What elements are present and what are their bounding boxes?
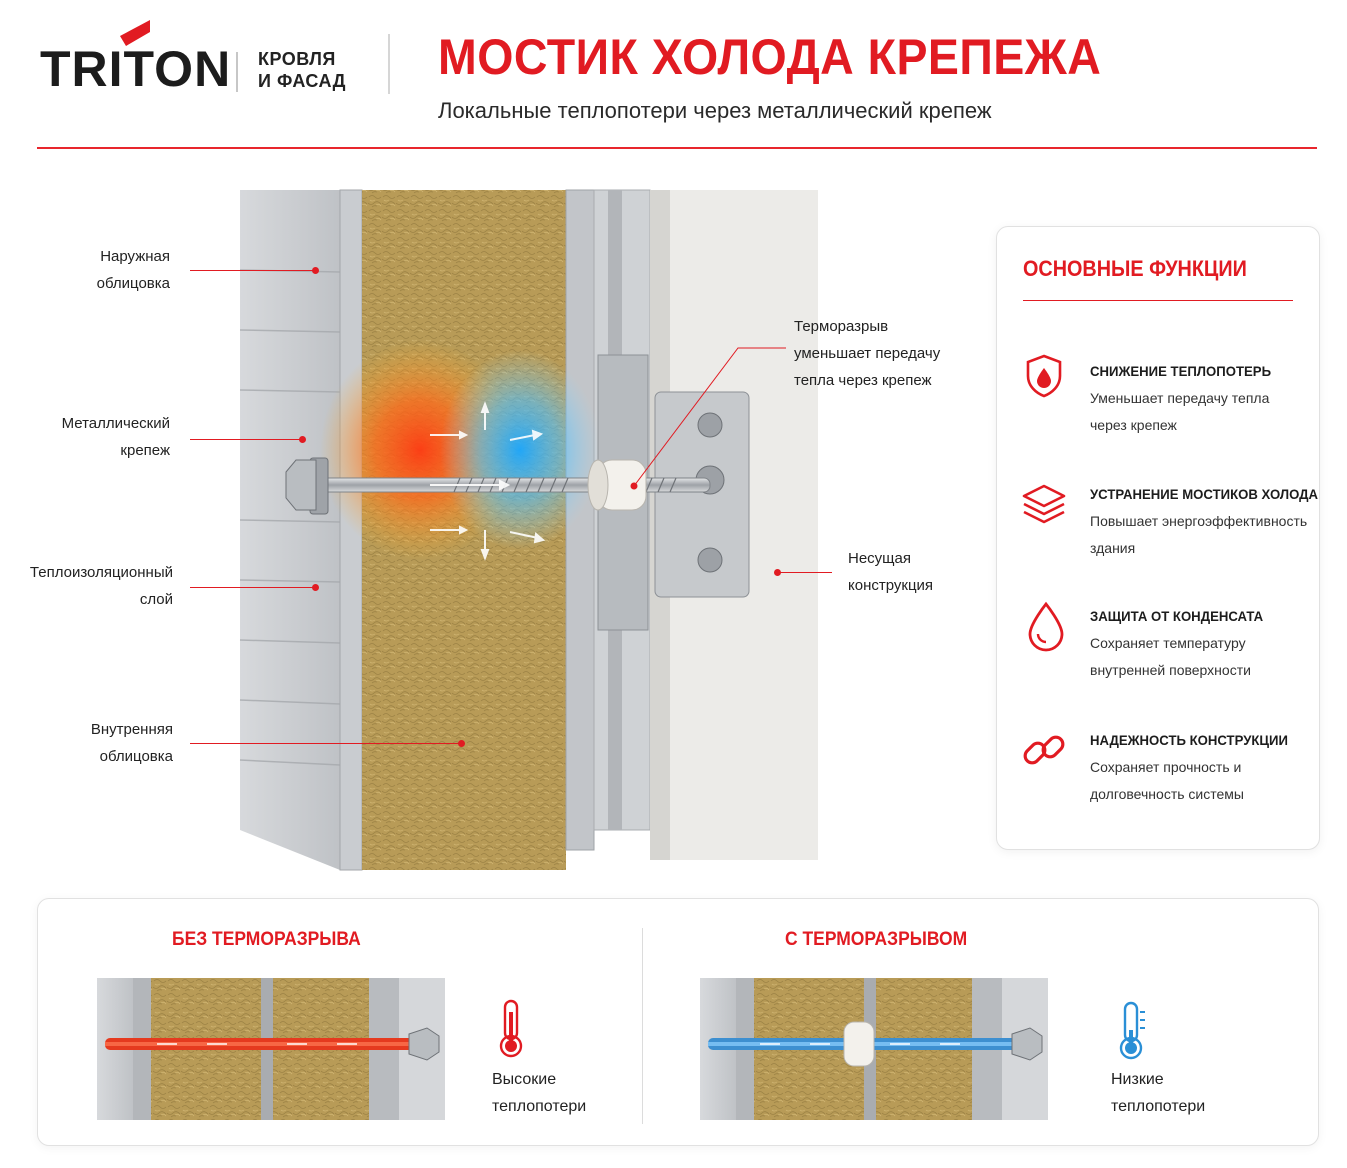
label-metal-fastener: Металлический крепеж	[61, 415, 170, 459]
functions-title: ОСНОВНЫЕ ФУНКЦИИ	[1023, 256, 1247, 281]
leader-outer-cladding	[190, 270, 314, 271]
leader-metal-fastener	[190, 439, 302, 440]
label-outer-cladding: Наружная облицовка	[96, 248, 170, 292]
brand-logo: TRITON	[40, 41, 232, 97]
brand-tagline: КРОВЛЯ И ФАСАД	[258, 49, 346, 91]
function-4-text: Сохраняет прочность и долговечность сист…	[1090, 759, 1244, 802]
header-rule	[37, 147, 1317, 149]
function-4-title: НАДЕЖНОСТЬ КОНСТРУКЦИИ	[1090, 732, 1288, 748]
wall-bracket	[654, 391, 750, 598]
function-3-text: Сохраняет температуру внутренней поверхн…	[1090, 635, 1251, 678]
wall-section-illustration	[239, 189, 818, 871]
without-thermal-break-result: Высокие теплопотери	[492, 1071, 587, 1115]
functions-card	[996, 226, 1320, 850]
functions-rule	[1023, 300, 1293, 301]
hex-head	[285, 459, 317, 511]
marker-metal-fastener	[299, 436, 306, 443]
page-title: МОСТИК ХОЛОДА КРЕПЕЖА	[438, 29, 1102, 85]
outer-cladding-panel	[240, 190, 340, 870]
with-thermal-break-title: С ТЕРМОРАЗРЫВОМ	[785, 929, 968, 950]
header-divider	[388, 34, 390, 94]
with-thermal-break-result: Низкие теплопотери	[1111, 1071, 1206, 1115]
function-1-text: Уменьшает передачу тепла через крепеж	[1090, 390, 1270, 433]
heat-arrows	[430, 401, 546, 561]
label-insulation: Теплоизоляционный слой	[29, 564, 173, 608]
without-thermal-break-title: БЕЗ ТЕРМОРАЗРЫВА	[172, 929, 361, 950]
thermometer-cold-icon	[1114, 1000, 1162, 1060]
drop-icon	[1022, 600, 1070, 652]
chain-link-icon	[1020, 726, 1068, 774]
logo-flag-icon	[120, 18, 154, 53]
function-3-title: ЗАЩИТА ОТ КОНДЕНСАТА	[1090, 608, 1264, 624]
logo-divider	[236, 52, 238, 92]
page-subtitle: Локальные теплопотери через металлически…	[438, 98, 992, 123]
layers-icon	[1020, 480, 1068, 528]
leader-inner-cladding	[190, 743, 460, 744]
leader-bearing-structure	[780, 572, 832, 573]
leader-thermal-break	[630, 347, 786, 490]
without-thermal-break-diagram	[97, 978, 445, 1120]
label-thermal-break: Терморазрыв уменьшает передачу тепла чер…	[794, 318, 941, 389]
function-2-text: Повышает энергоэффективность здания	[1090, 513, 1308, 556]
label-bearing-structure: Несущая конструкция	[848, 550, 934, 594]
with-thermal-break-diagram	[700, 978, 1048, 1120]
cold-glow	[440, 350, 600, 550]
label-inner-cladding: Внутренняя облицовка	[90, 721, 173, 765]
leader-insulation	[190, 587, 314, 588]
thermometer-hot-icon	[494, 998, 542, 1058]
shield-drop-icon	[1020, 352, 1068, 400]
marker-inner-cladding	[458, 740, 465, 747]
marker-insulation	[312, 584, 319, 591]
function-2-title: УСТРАНЕНИЕ МОСТИКОВ ХОЛОДА	[1090, 486, 1319, 502]
function-1-title: СНИЖЕНИЕ ТЕПЛОПОТЕРЬ	[1090, 363, 1272, 379]
comparison-divider	[642, 928, 643, 1124]
marker-bearing-structure	[774, 569, 781, 576]
marker-outer-cladding	[312, 267, 319, 274]
